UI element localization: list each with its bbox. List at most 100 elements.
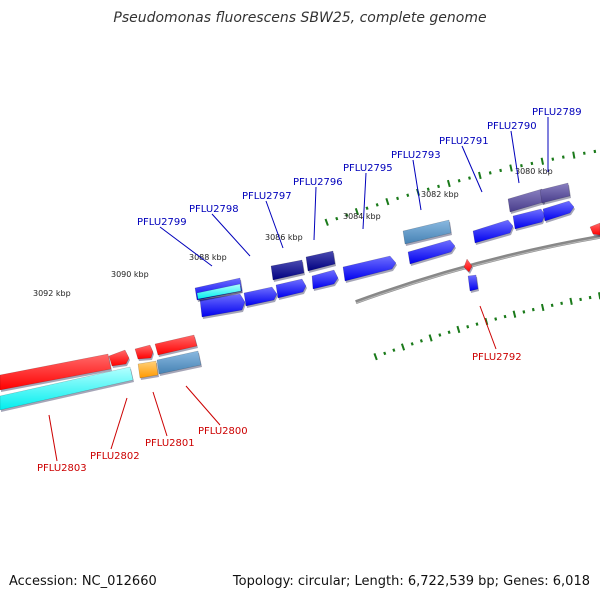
forward-gene-block-cyan — [196, 283, 242, 301]
reverse-gene-block-cyan-body — [0, 366, 134, 411]
reverse-gene-label: PFLU2803 — [37, 463, 87, 474]
forward-gene-block-steel — [402, 219, 452, 246]
reverse-gene-block-red-body — [134, 344, 154, 360]
minor-tick — [551, 157, 555, 161]
minor-tick — [588, 295, 592, 300]
minor-tick — [345, 213, 349, 217]
forward-gene-block-navy — [270, 259, 305, 282]
minor-tick — [494, 317, 498, 321]
major-tick — [446, 179, 451, 188]
reverse-gene-block-red-body — [108, 349, 130, 367]
minor-tick — [499, 168, 503, 173]
forward-gene-block-lower — [199, 293, 246, 319]
minor-tick — [531, 307, 535, 312]
forward-gene-label: PFLU2796 — [293, 177, 343, 188]
minor-tick — [383, 351, 387, 356]
minor-tick — [582, 151, 586, 155]
reverse-gene-leader-line — [48, 414, 58, 462]
minor-tick — [593, 149, 597, 154]
minor-tick — [530, 161, 534, 166]
forward-gene-block-navy-body — [270, 259, 305, 281]
minor-tick — [560, 301, 564, 306]
major-tick — [512, 310, 517, 318]
forward-gene-block-lower — [243, 286, 278, 308]
forward-gene-block-lower-body — [472, 219, 514, 244]
forward-gene-leader-line — [265, 200, 284, 249]
forward-gene-block-lower — [311, 269, 339, 291]
forward-gene-block-lower-body — [311, 269, 339, 290]
minor-tick — [579, 297, 582, 302]
forward-gene-label: PFLU2799 — [137, 217, 187, 228]
minor-tick — [466, 324, 470, 329]
reverse-gene-label: PFLU2802 — [90, 451, 140, 462]
genome-summary-text: Topology: circular; Length: 6,722,539 bp… — [232, 574, 590, 589]
reverse-gene-label: PFLU2800 — [198, 426, 248, 437]
scale-label: 3086 kbp — [265, 233, 303, 242]
accession-text: Accession: NC_012660 — [9, 574, 157, 589]
forward-gene-leader-line — [313, 186, 317, 241]
major-tick — [373, 353, 378, 361]
scale-label: 3084 kbp — [343, 212, 381, 221]
major-tick — [478, 171, 482, 180]
major-tick — [456, 325, 461, 334]
reverse-gene-block-red — [134, 344, 154, 361]
minor-tick — [488, 171, 492, 175]
minor-tick — [365, 206, 369, 210]
major-tick — [569, 297, 573, 305]
reverse-gene-block-red — [0, 353, 112, 392]
reverse-gene-leader-line — [479, 305, 497, 350]
forward-gene-label: PFLU2791 — [439, 136, 489, 147]
minor-tick — [561, 155, 565, 159]
scale-label: 3080 kbp — [515, 167, 553, 176]
forward-gene-leader-line — [211, 213, 251, 257]
minor-tick — [520, 163, 523, 168]
reverse-gene-block-red-body — [589, 222, 600, 236]
reverse-gene-block-red-body — [154, 334, 198, 356]
reverse-gene-block-orange-body — [137, 360, 159, 379]
minor-tick — [406, 193, 410, 198]
scale-label: 3092 kbp — [33, 289, 71, 298]
forward-gene-block-cyan-body — [196, 283, 242, 300]
forward-gene-block-lower-body — [199, 293, 246, 318]
forward-gene-block-lower-body — [275, 278, 307, 299]
forward-gene-label: PFLU2793 — [391, 150, 441, 161]
reverse-gene-block-cyan — [0, 366, 134, 412]
forward-gene-block-lower — [275, 278, 307, 300]
major-tick — [509, 164, 513, 172]
minor-tick — [410, 342, 414, 346]
reverse-gene-leader-line — [185, 385, 221, 426]
forward-gene-block-lower — [472, 219, 514, 245]
major-tick — [572, 151, 576, 159]
forward-gene-leader-line — [461, 145, 483, 193]
forward-gene-block-lower-body — [407, 239, 456, 265]
outer-tick-ring — [324, 149, 597, 226]
scale-label: 3082 kbp — [421, 190, 459, 199]
inner-tick-ring — [373, 292, 600, 361]
forward-gene-label: PFLU2789 — [532, 107, 582, 118]
forward-gene-block-steel-body — [402, 219, 452, 245]
forward-gene-block-lower — [542, 200, 575, 223]
reverse-gene-block-red — [108, 349, 130, 368]
genome-backbone-highlight — [355, 237, 600, 304]
minor-tick — [522, 310, 526, 314]
forward-gene-leader-line — [510, 130, 520, 184]
minor-tick — [503, 314, 507, 319]
reverse-gene-label: PFLU2792 — [472, 352, 522, 363]
minor-tick — [468, 176, 471, 180]
minor-tick — [419, 339, 423, 343]
minor-tick — [375, 203, 379, 207]
reverse-gene-block-red — [589, 222, 600, 237]
reverse-gene-block-red — [463, 258, 473, 274]
major-tick — [540, 303, 545, 312]
major-tick — [385, 197, 390, 206]
forward-gene-label: PFLU2795 — [343, 163, 393, 174]
forward-gene-block-lower-body — [243, 286, 278, 307]
forward-gene-block-navy-body — [305, 250, 336, 272]
reverse-gene-block-steel — [156, 350, 202, 376]
forward-gene-block-slate-body — [539, 182, 571, 204]
major-tick — [354, 207, 360, 216]
major-tick — [540, 157, 545, 165]
forward-gene-block-lower — [512, 208, 546, 231]
minor-tick — [426, 187, 430, 192]
